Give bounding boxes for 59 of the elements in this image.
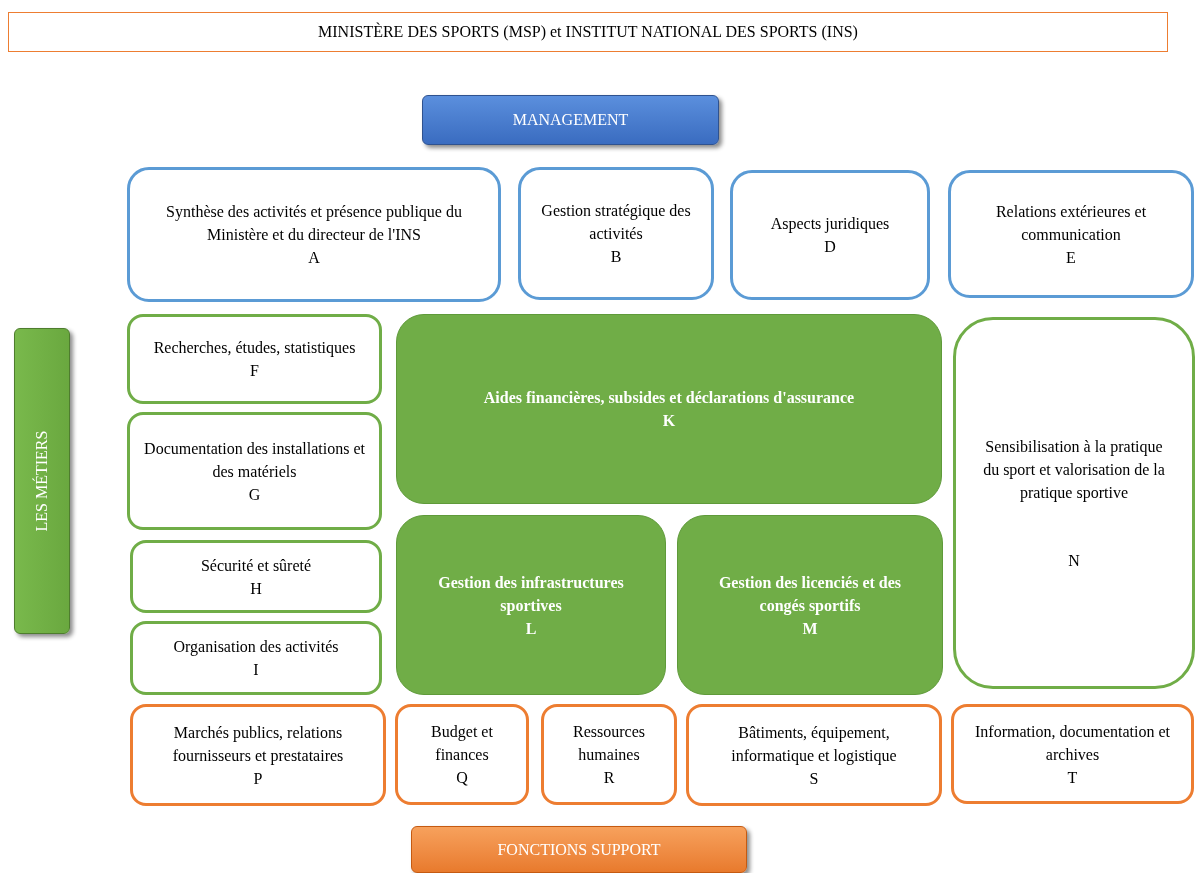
box-label: Gestion des infrastructures sportives bbox=[437, 572, 625, 617]
box-letter: P bbox=[253, 768, 263, 789]
process-box bbox=[395, 704, 529, 805]
box-letter: Q bbox=[456, 768, 468, 788]
box-letter: F bbox=[250, 361, 259, 381]
box-letter: A bbox=[308, 248, 320, 268]
process-box bbox=[730, 170, 930, 300]
box-letter: M bbox=[802, 618, 818, 639]
process-box bbox=[518, 167, 714, 300]
box-label: FONCTIONS SUPPORT bbox=[497, 839, 661, 860]
box-letter: T bbox=[1067, 767, 1078, 788]
box-letter: H bbox=[250, 578, 262, 599]
box-label: Gestion stratégique des activités bbox=[540, 201, 692, 244]
category-banner bbox=[14, 328, 70, 634]
box-label: Sensibilisation à la pratique du sport et valorisation de la pratique sportive bbox=[982, 436, 1166, 504]
box-letter: G bbox=[248, 484, 261, 505]
box-label: Bâtiments, équipement, informatique et logistique bbox=[730, 722, 898, 767]
box-label: Budget et finances bbox=[430, 722, 494, 765]
box-label: Organisation des activités bbox=[173, 637, 339, 658]
box-letter: N bbox=[1068, 550, 1080, 571]
box-letter: D bbox=[824, 237, 836, 257]
box-letter: R bbox=[603, 768, 615, 788]
process-box bbox=[686, 704, 942, 806]
box-label: MINISTÈRE DES SPORTS (MSP) et INSTITUT NATIONAL DES SPORTS (INS) bbox=[318, 21, 858, 43]
process-box bbox=[948, 170, 1194, 298]
process-box bbox=[130, 540, 382, 613]
category-banner bbox=[422, 95, 719, 145]
box-label: Information, documentation et archives bbox=[973, 721, 1172, 765]
box-label: Marchés publics, relations fournisseurs et prestataires bbox=[171, 722, 345, 767]
title-box bbox=[8, 12, 1168, 52]
box-label: Gestion des licenciés et des congés sportifs bbox=[717, 572, 903, 617]
box-letter: L bbox=[525, 618, 537, 639]
box-label: Relations extérieures et communication bbox=[994, 201, 1148, 245]
process-box bbox=[396, 515, 666, 695]
box-letter: E bbox=[1066, 247, 1076, 268]
box-label: Aides financières, subsides et déclarations d'assurance bbox=[483, 388, 855, 408]
box-label: Recherches, études, statistiques bbox=[153, 338, 356, 359]
process-box bbox=[953, 317, 1195, 689]
process-box bbox=[396, 314, 942, 504]
process-box bbox=[951, 704, 1194, 804]
box-letter: B bbox=[610, 247, 622, 267]
box-letter: S bbox=[809, 768, 819, 789]
process-box bbox=[127, 412, 382, 530]
box-label: Ressources humaines bbox=[572, 722, 646, 765]
box-label: MANAGEMENT bbox=[512, 110, 629, 130]
process-box bbox=[130, 704, 386, 806]
box-label: LES MÉTIERS bbox=[31, 430, 51, 532]
process-box bbox=[130, 621, 382, 695]
process-box bbox=[127, 167, 501, 302]
process-box bbox=[677, 515, 943, 695]
box-label: Aspects juridiques bbox=[770, 214, 890, 235]
process-box bbox=[541, 704, 677, 805]
process-box bbox=[127, 314, 382, 404]
category-banner bbox=[411, 826, 747, 873]
box-label: Sécurité et sûreté bbox=[200, 555, 312, 576]
box-letter: K bbox=[662, 411, 676, 431]
box-label: Synthèse des activités et présence publique du Ministère et du directeur de l'INS bbox=[165, 202, 463, 245]
box-letter: I bbox=[253, 660, 259, 680]
box-label: Documentation des installations et des matériels bbox=[143, 438, 366, 482]
